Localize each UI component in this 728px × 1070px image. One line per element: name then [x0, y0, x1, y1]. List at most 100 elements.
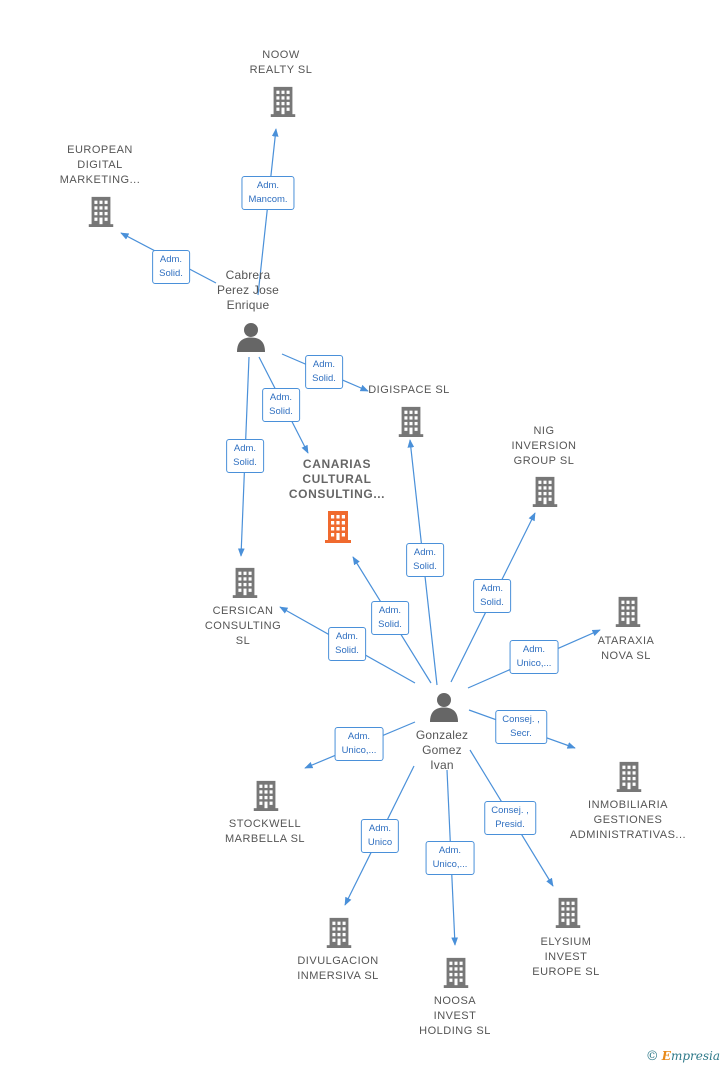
node-label-line: GROUP SL — [513, 455, 575, 467]
edge-label-line: Adm. — [378, 605, 402, 616]
node-label-line: DIGISPACE SL — [368, 384, 450, 396]
edge-label-gonzalez-to-inmobiliaria[interactable]: Consej. , Secr. — [495, 710, 547, 744]
edge-label-line: Adm. — [159, 254, 183, 265]
building-icon-divulgacion[interactable] — [326, 917, 352, 948]
building-icon-noosa[interactable] — [443, 957, 469, 988]
node-label-line: REALTY SL — [249, 64, 313, 76]
node-label-line: EUROPEAN — [67, 144, 133, 156]
edge-label-line: Consej. , — [502, 714, 540, 725]
building-icon-nig[interactable] — [532, 476, 558, 507]
building-icon-cersican[interactable] — [232, 567, 258, 598]
edge-label-gonzalez-to-nig[interactable]: Adm.Solid. — [473, 579, 511, 613]
node-label-line: INMERSIVA SL — [297, 970, 379, 982]
node-label-line: STOCKWELL — [228, 818, 302, 830]
node-label-line: INVERSION — [511, 440, 577, 452]
building-icon-elysium[interactable] — [555, 897, 581, 928]
edge-label-cabrera-to-noow[interactable]: Adm. Mancom. — [241, 176, 295, 210]
node-label-line: DIVULGACION — [297, 955, 379, 967]
edge-label-gonzalez-to-elysium[interactable]: Consej. , Presid. — [484, 801, 536, 835]
person-icon-gonzalez[interactable] — [430, 693, 458, 722]
node-label-line: SL — [235, 635, 251, 647]
edge-label-cabrera-to-digispace[interactable]: Adm.Solid. — [305, 355, 343, 389]
node-label-stockwell[interactable]: STOCKWELL MARBELLA SL — [225, 817, 305, 847]
building-icon-digispace[interactable] — [398, 406, 424, 437]
building-icon-inmobiliaria[interactable] — [616, 761, 642, 792]
edge-label-line: Solid. — [233, 457, 257, 468]
node-label-european[interactable]: EUROPEAN DIGITAL MARKETING... — [60, 143, 141, 188]
edge-label-gonzalez-to-divulgacion[interactable]: Adm.Unico — [360, 819, 400, 853]
edge-label-line: Solid. — [480, 597, 504, 608]
edge-label-line: Adm. — [335, 631, 359, 642]
edge-label-gonzalez-to-canarias[interactable]: Adm.Solid. — [371, 601, 409, 635]
edge-label-line: Solid. — [159, 268, 183, 279]
node-label-line: HOLDING SL — [419, 1025, 491, 1037]
edge-label-line: Adm. — [256, 180, 280, 191]
edge-label-line: Adm. — [233, 443, 257, 454]
edge-label-line: Solid. — [335, 645, 359, 656]
edge-label-line: Unico,... — [341, 745, 377, 756]
node-label-line: MARKETING... — [59, 174, 141, 186]
node-label-line: Ivan — [430, 758, 454, 772]
node-label-line: MARBELLA SL — [224, 833, 306, 845]
person-icon-cabrera[interactable] — [237, 323, 265, 352]
node-label-line: ELYSIUM — [540, 936, 592, 948]
edge-label-gonzalez-to-digispace[interactable]: Adm. Solid. — [406, 543, 444, 577]
node-label-cersican[interactable]: CERSICAN CONSULTING SL — [205, 604, 281, 649]
edge-label-line: Consej. , — [491, 805, 529, 816]
node-label-line: INMOBILIARIA — [588, 799, 668, 811]
node-label-line: Cabrera — [225, 268, 271, 282]
edge-label-line: Solid. — [269, 406, 293, 417]
edge-label-cabrera-to-cersican[interactable]: Adm. Solid. — [226, 439, 264, 473]
edge-label-line: Secr. — [510, 728, 532, 739]
node-label-line: INVEST — [433, 1010, 477, 1022]
edge-label-line: Solid. — [413, 561, 437, 572]
copyright-symbol: © — [645, 1049, 659, 1064]
node-label-noow[interactable]: NOOW REALTY SL — [250, 48, 313, 78]
edge-label-line: Adm. — [522, 644, 546, 655]
node-label-inmobiliaria[interactable]: INMOBILIARIA GESTIONES ADMINISTRATIVAS... — [570, 798, 686, 843]
node-label-line: NOOSA — [433, 995, 477, 1007]
edge-label-gonzalez-to-stockwell[interactable]: Adm. Unico,... — [334, 727, 384, 761]
edge-label-line: Adm. — [438, 845, 462, 856]
node-label-line: GESTIONES — [593, 814, 663, 826]
edge-label-cabrera-to-canarias[interactable]: Adm. Solid. — [262, 388, 300, 422]
edge-label-line: Adm. — [312, 359, 336, 370]
building-icon-ataraxia[interactable] — [615, 596, 641, 627]
building-icon-noow[interactable] — [270, 86, 296, 117]
node-label-line: DIGITAL — [77, 159, 123, 171]
node-label-digispace[interactable]: DIGISPACE SL — [368, 383, 450, 398]
edge-label-line: Adm. — [269, 392, 293, 403]
node-label-line: ADMINISTRATIVAS... — [569, 829, 687, 841]
edge-label-gonzalez-to-ataraxia[interactable]: Adm. Unico,... — [509, 640, 559, 674]
edge-label-cabrera-to-european[interactable]: Adm. Solid. — [152, 250, 190, 284]
node-label-line: CONSULTING... — [288, 487, 386, 501]
building-icon-stockwell[interactable] — [253, 780, 279, 811]
edge-cabrera-to-noow — [257, 128, 279, 296]
node-label-noosa[interactable]: NOOSA INVEST HOLDING SL — [419, 994, 491, 1039]
edge-label-gonzalez-to-cersican[interactable]: Adm. Solid. — [328, 627, 366, 661]
node-label-divulgacion[interactable]: DIVULGACION INMERSIVA SL — [297, 954, 379, 984]
node-label-line: CONSULTING — [204, 620, 282, 632]
edge-label-line: Adm. — [413, 547, 437, 558]
node-label-line: CULTURAL — [302, 472, 372, 486]
edge-label-line: Mancom. — [248, 194, 288, 205]
edge-label-line: Presid. — [495, 819, 525, 830]
node-label-line: Gomez — [422, 743, 462, 757]
node-label-line: NOOW — [262, 49, 300, 61]
logo-text: mpresia — [670, 1049, 720, 1063]
empresia-logo[interactable]: ©Empresia — [646, 1049, 720, 1064]
node-label-line: CERSICAN — [212, 605, 274, 617]
building-icon-european[interactable] — [88, 196, 114, 227]
node-label-line: EUROPE SL — [532, 966, 600, 978]
edge-label-gonzalez-to-noosa[interactable]: Adm.Unico,... — [425, 841, 475, 875]
edge-label-line: Unico,... — [516, 658, 552, 669]
edge-label-line: Adm. — [347, 731, 371, 742]
node-label-line: Perez Jose — [216, 283, 280, 297]
building-icon-canarias[interactable] — [325, 511, 351, 543]
